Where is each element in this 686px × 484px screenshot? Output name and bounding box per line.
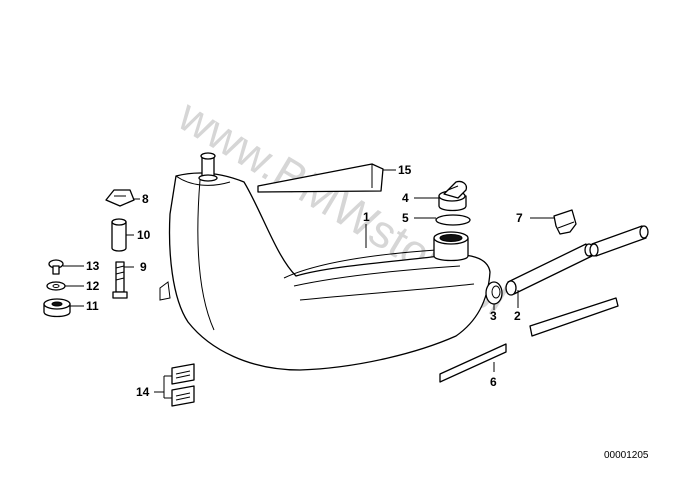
part-tank-body <box>159 152 491 371</box>
part-labels <box>171 363 195 407</box>
callout-10: 10 <box>137 228 151 242</box>
part-washer <box>46 281 66 291</box>
callout-15: 15 <box>398 163 412 177</box>
callout-2: 2 <box>514 309 521 323</box>
part-filler-cap <box>438 180 468 212</box>
callout-5: 5 <box>402 211 409 225</box>
part-cover-plate <box>257 163 384 193</box>
callout-3: 3 <box>490 309 497 323</box>
callout-13: 13 <box>86 259 100 273</box>
part-rubber-strips <box>439 297 619 383</box>
callout-4: 4 <box>402 191 409 205</box>
callout-11: 11 <box>86 299 99 313</box>
callout-14: 14 <box>136 385 150 399</box>
part-hoses <box>505 225 649 296</box>
callout-8: 8 <box>142 192 149 206</box>
reference-code: 00001205 <box>604 450 649 461</box>
leader-lines <box>63 169 554 399</box>
part-grommet <box>485 281 503 305</box>
part-nut-clip <box>105 189 135 207</box>
part-clip <box>553 209 577 235</box>
callout-1: 1 <box>363 210 370 224</box>
part-bolt <box>112 261 128 299</box>
callout-9: 9 <box>140 260 147 274</box>
part-rubber-mount <box>43 298 71 318</box>
callout-12: 12 <box>86 279 100 293</box>
part-screw <box>48 259 64 275</box>
callout-6: 6 <box>490 375 497 389</box>
part-o-ring <box>435 214 471 226</box>
washer-hole <box>52 284 60 288</box>
part-filler-stub <box>433 231 469 262</box>
part-spacer-sleeve <box>111 218 127 252</box>
callout-7: 7 <box>516 211 523 225</box>
